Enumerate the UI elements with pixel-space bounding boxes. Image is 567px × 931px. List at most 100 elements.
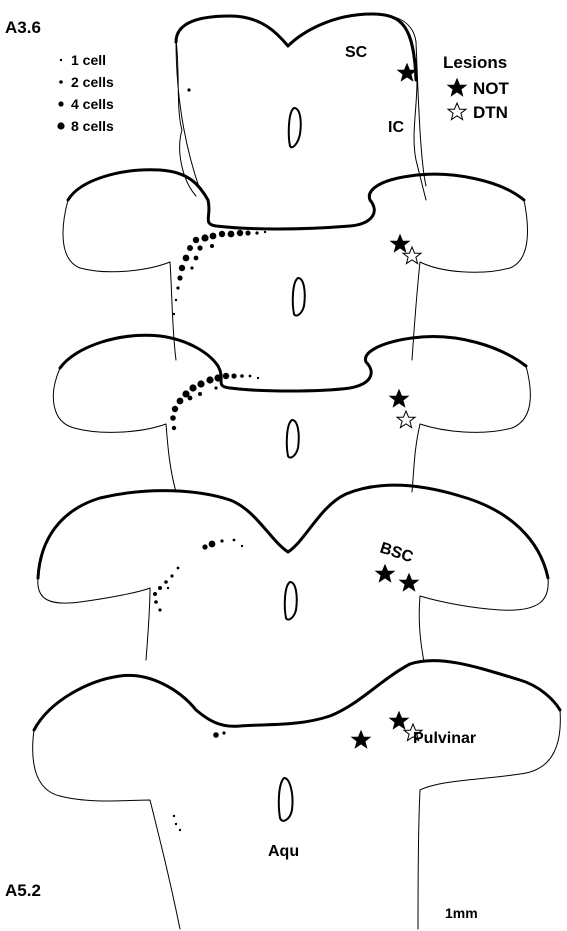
cell-marker [249,375,252,378]
cell-marker [167,587,169,589]
cell-marker [231,373,236,378]
filled-star-icon [390,390,408,407]
cell-marker [245,230,250,235]
cell-marker [228,231,235,238]
cell-marker [175,823,177,825]
section-2 [63,170,527,360]
structure-label-bsc: BSC [378,540,416,567]
filled-star-icon [352,731,370,748]
cell-marker [209,541,216,548]
cell-marker [190,266,193,269]
structure-label-sc: SC [345,44,368,61]
structure-label-pulvinar: Pulvinar [413,730,476,747]
scale-bar-label: 1mm [445,905,478,921]
open-star-icon [397,411,415,428]
cell-marker [188,396,193,401]
cell-marker [220,539,223,542]
filled-star-icon [398,64,416,81]
cell-marker [177,275,182,280]
section-2-aqueduct-icon [293,278,305,316]
filled-star-icon [390,712,408,729]
legend-4-cells-label: 4 cells [71,96,114,112]
cell-marker [187,88,190,91]
structure-label-aqu: Aqu [268,843,299,860]
cell-marker [201,234,208,241]
cell-marker [214,386,217,389]
legend-8-cells-label: 8 cells [71,118,114,134]
cell-marker [153,592,157,596]
cell-marker [214,374,221,381]
cell-marker [210,233,217,240]
cell-marker [202,544,207,549]
cell-marker [170,415,176,421]
cell-marker [222,731,225,734]
filled-star-icon [391,235,409,252]
legend-8-cells-icon [57,122,64,129]
cell-marker [164,580,168,584]
section-3-dorsal-edge [60,335,526,391]
section-1-dorsal-edge [176,14,416,80]
cell-marker [233,539,236,542]
section-1 [176,14,426,200]
cell-marker [176,286,179,289]
cell-marker [179,829,181,831]
section-4 [38,485,548,662]
lesion-legend-title: Lesions [443,53,507,72]
lesion-markers [352,64,422,748]
cell-marker [154,600,158,604]
section-label-top: A3.6 [5,18,41,37]
legend-2-cells-label: 2 cells [71,74,114,90]
structure-label-ic: IC [388,119,404,136]
section-label-bottom: A5.2 [5,881,41,900]
cell-marker [173,313,175,315]
lesion-legend-dtn-label: DTN [473,103,508,122]
cell-marker [173,815,175,817]
section-5 [33,661,561,929]
legend-1-cell-icon [60,59,62,61]
cell-marker [213,732,219,738]
section-3-aqueduct-icon [287,420,299,458]
cell-marker [189,384,196,391]
lesion-legend: Lesions NOT DTN [443,53,510,122]
cell-legend: 1 cell 2 cells 4 cells 8 cells [57,52,114,134]
cell-marker [255,231,258,234]
filled-star-icon [376,565,394,582]
legend-filled-star-icon [448,79,466,96]
cell-marker [170,574,173,577]
cell-marker [223,373,229,379]
cell-marker [197,380,204,387]
section-4-aqueduct-icon [285,582,297,620]
cell-marker [264,231,266,233]
cell-marker [183,255,190,262]
cell-marker [172,406,178,412]
cell-marker [177,567,180,570]
cell-marker [241,545,243,547]
cell-marker [187,245,193,251]
section-3 [53,335,530,492]
section-4-dorsal-edge [38,485,548,578]
cell-marker [206,376,213,383]
cell-marker [177,398,184,405]
cell-marker [240,374,244,378]
section-1-outline [176,14,426,200]
legend-1-cell-label: 1 cell [71,52,106,68]
legend-2-cells-icon [59,80,63,84]
cell-marker [193,237,199,243]
cell-marker [198,392,202,396]
section-2-dorsal-edge [68,170,524,229]
cell-marker [237,230,243,236]
cell-marker [175,299,177,301]
legend-open-star-icon [448,103,466,120]
cell-marker [210,244,214,248]
cell-marker [257,377,259,379]
lesion-legend-not-label: NOT [473,79,510,98]
cell-marker [219,231,225,237]
legend-4-cells-icon [58,101,63,106]
scale-bar: 1mm [445,905,478,921]
section-5-aqueduct-icon [279,778,293,821]
cell-marker [172,426,176,430]
cell-marker [158,608,161,611]
cell-marker [197,245,202,250]
filled-star-icon [400,574,418,591]
cell-marker [179,265,185,271]
